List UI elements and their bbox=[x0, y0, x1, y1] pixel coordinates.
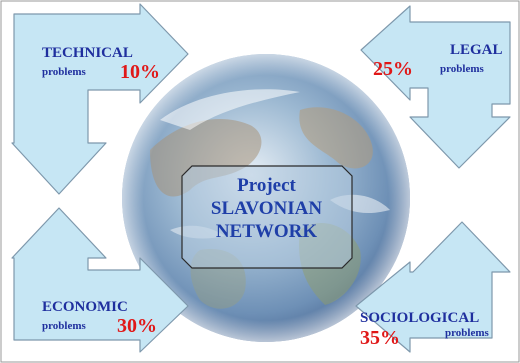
legal-category: LEGAL bbox=[450, 42, 503, 58]
center-title-line-3: NETWORK bbox=[215, 221, 318, 242]
sociological-category: SOCIOLOGICAL bbox=[360, 310, 480, 326]
sociological-arrow bbox=[355, 221, 511, 353]
legal-problems-label: problems bbox=[440, 63, 484, 75]
sociological-percent: 35% bbox=[360, 327, 400, 349]
economic-arrow bbox=[11, 207, 189, 353]
technical-category: TECHNICAL bbox=[42, 45, 133, 61]
center-title-frame bbox=[181, 165, 353, 269]
economic-percent: 30% bbox=[117, 315, 157, 337]
center-title-line-1: Project bbox=[237, 175, 296, 196]
technical-arrow bbox=[11, 3, 189, 195]
sociological-problems-label: problems bbox=[445, 327, 489, 339]
legal-percent: 25% bbox=[373, 58, 413, 80]
center-title-line-2: SLAVONIAN bbox=[210, 198, 323, 219]
economic-category: ECONOMIC bbox=[42, 299, 128, 315]
center-title: Project SLAVONIAN NETWORK bbox=[183, 174, 350, 243]
technical-percent: 10% bbox=[120, 61, 160, 83]
economic-problems-label: problems bbox=[42, 320, 86, 332]
technical-problems-label: problems bbox=[42, 66, 86, 78]
legal-arrow bbox=[360, 5, 511, 169]
